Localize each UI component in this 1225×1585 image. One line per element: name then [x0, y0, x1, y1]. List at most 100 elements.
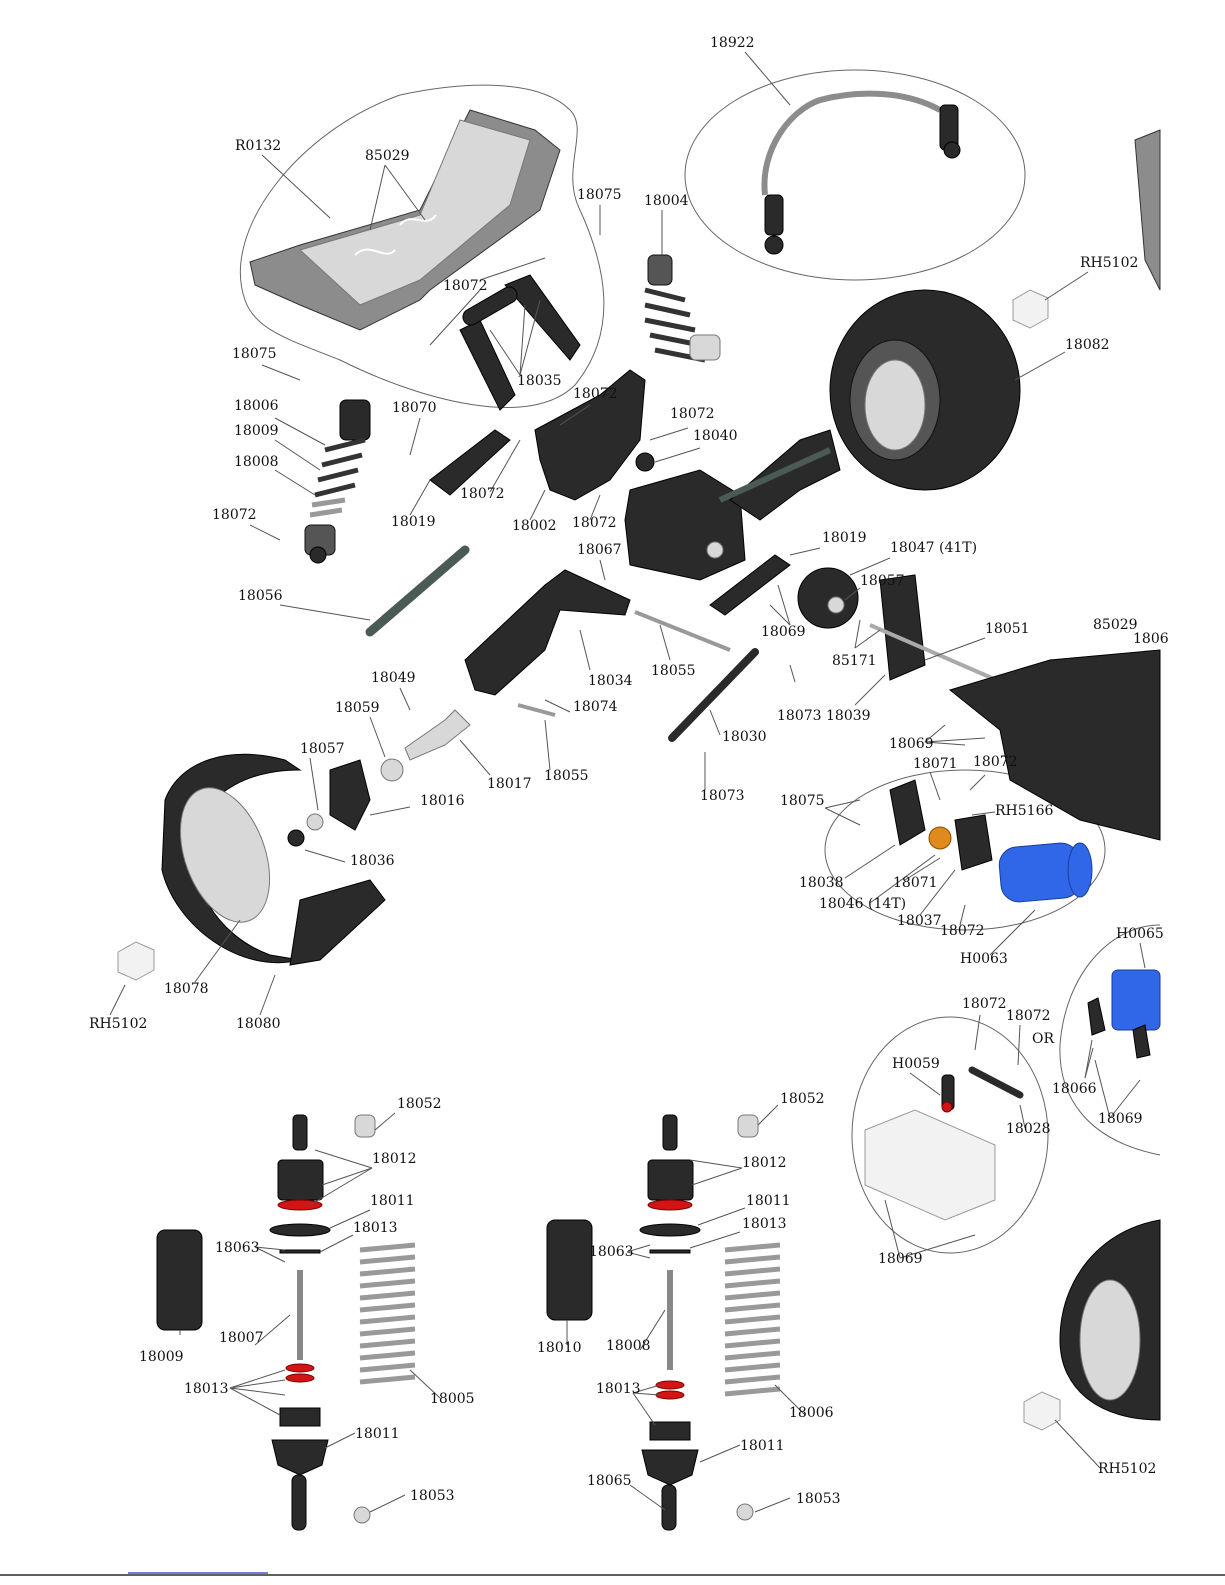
part-label-18055-a: 18055 — [651, 663, 696, 679]
shock-exploded-left — [156, 1114, 416, 1531]
left-shock-18006 — [304, 399, 371, 564]
part-label-18063-b: 18063 — [589, 1244, 634, 1260]
part-label-18073-a: 18073 — [777, 708, 822, 724]
part-label-18072-d: 18072 — [460, 486, 505, 502]
body-partial-right-edge — [1134, 129, 1161, 291]
part-label-18006-b: 18006 — [789, 1405, 834, 1421]
servo-h0059 — [864, 1074, 996, 1221]
part-label-18007: 18007 — [219, 1330, 264, 1346]
gearbox — [624, 452, 746, 581]
pinion-18046 — [928, 826, 952, 850]
rear-wing — [249, 109, 561, 331]
servo-group-outline — [851, 1016, 1049, 1254]
part-shapes — [117, 90, 1161, 1531]
part-label-18016: 18016 — [420, 793, 465, 809]
wheel-nut-rh5102-bottom — [1023, 1391, 1061, 1431]
part-label-h0059: H0059 — [892, 1056, 940, 1072]
part-label-18055-b: 18055 — [544, 768, 589, 784]
bearing-18057 — [306, 813, 324, 831]
suspension-mount-18035 — [459, 274, 581, 411]
camber-link-18019-right — [709, 554, 791, 616]
part-label-18034: 18034 — [588, 673, 633, 689]
part-label-18065: 18065 — [587, 1473, 632, 1489]
part-label-18073-b: 18073 — [700, 788, 745, 804]
part-label-18038: 18038 — [799, 875, 844, 891]
part-label-18069-c: 18069 — [1098, 1111, 1143, 1127]
part-label-18047: 18047 (41T) — [890, 540, 977, 556]
part-label-rh5102-c: RH5102 — [1098, 1461, 1156, 1477]
sway-bar — [761, 90, 961, 255]
part-label-18072-i: 18072 — [962, 996, 1007, 1012]
hinge-pin-18055-a — [634, 610, 731, 652]
part-label-18053-a: 18053 — [410, 1488, 455, 1504]
part-label-18009-b: 18009 — [139, 1349, 184, 1365]
servo-horn-18028 — [968, 1066, 1024, 1099]
part-label-18075-c: 18075 — [780, 793, 825, 809]
part-label-18036: 18036 — [350, 853, 395, 869]
part-label-18051: 18051 — [985, 621, 1030, 637]
part-label-18008-a: 18008 — [234, 454, 279, 470]
part-label-rh5102-b: RH5102 — [89, 1016, 147, 1032]
part-label-18070: 18070 — [392, 400, 437, 416]
hub-carrier-18016 — [329, 759, 371, 831]
part-label-18011-b: 18011 — [355, 1426, 400, 1442]
chassis-brace-18039 — [879, 574, 926, 681]
wheel-nut-rh5102-left — [117, 941, 155, 981]
part-label-18052-a: 18052 — [397, 1096, 442, 1112]
spur-gear-18047 — [797, 567, 859, 629]
part-label-18056: 18056 — [238, 588, 283, 604]
part-label-18049: 18049 — [371, 670, 416, 686]
part-label-18013-b: 18013 — [184, 1381, 229, 1397]
servo-h0065 — [1087, 969, 1161, 1059]
part-label-18072-a: 18072 — [443, 278, 488, 294]
leader-lines — [109, 51, 1146, 1513]
part-label-rh5102-a: RH5102 — [1080, 255, 1138, 271]
part-label-18072-b: 18072 — [573, 386, 618, 402]
part-label-18012-b: 18012 — [742, 1155, 787, 1171]
part-label-18035: 18035 — [517, 373, 562, 389]
wing-group-outline — [239, 84, 605, 408]
part-label-18028: 18028 — [1006, 1121, 1051, 1137]
part-label-18074: 18074 — [573, 699, 618, 715]
part-label-18052-b: 18052 — [780, 1091, 825, 1107]
part-label-r0132: R0132 — [235, 138, 281, 154]
part-label-rh5166: RH5166 — [995, 803, 1053, 819]
part-label-18069-d: 18069 — [878, 1251, 923, 1267]
part-label-18069-b: 18069 — [889, 736, 934, 752]
part-label-18072-j: 18072 — [1006, 1008, 1051, 1024]
part-label-18008-b: 18008 — [606, 1338, 651, 1354]
part-label-1806x: 1806 — [1133, 631, 1169, 647]
part-label-18010: 18010 — [537, 1340, 582, 1356]
part-label-18072-c: 18072 — [670, 406, 715, 422]
nut-18036 — [287, 829, 305, 847]
rear-tire-18082 — [829, 289, 1021, 491]
part-label-18057-a: 18057 — [860, 573, 905, 589]
part-label-18072-e: 18072 — [212, 507, 257, 523]
part-label-18037: 18037 — [897, 913, 942, 929]
part-label-18071-b: 18071 — [893, 875, 938, 891]
part-label-18011-d: 18011 — [740, 1438, 785, 1454]
part-label-18009-a: 18009 — [234, 423, 279, 439]
part-label-18039: 18039 — [826, 708, 871, 724]
part-label-18066: 18066 — [1052, 1081, 1097, 1097]
part-label-18011-c: 18011 — [746, 1193, 791, 1209]
part-label-18075-b: 18075 — [232, 346, 277, 362]
part-label-18002: 18002 — [512, 518, 557, 534]
part-label-18006-a: 18006 — [234, 398, 279, 414]
part-label-18082: 18082 — [1065, 337, 1110, 353]
rear-tire-partial-bottom-right — [1059, 1219, 1161, 1421]
part-label-18072-h: 18072 — [940, 923, 985, 939]
axle-18017 — [404, 709, 471, 761]
part-label-18013-c: 18013 — [742, 1216, 787, 1232]
part-label-18011-a: 18011 — [370, 1193, 415, 1209]
part-label-18019-a: 18019 — [391, 514, 436, 530]
part-label-18004: 18004 — [644, 193, 689, 209]
bearing-18059 — [380, 758, 404, 782]
chassis — [948, 649, 1161, 841]
part-label-h0063: H0063 — [960, 951, 1008, 967]
part-label-18013-d: 18013 — [596, 1381, 641, 1397]
part-label-18053-b: 18053 — [796, 1491, 841, 1507]
part-label-85171: 85171 — [832, 653, 877, 669]
